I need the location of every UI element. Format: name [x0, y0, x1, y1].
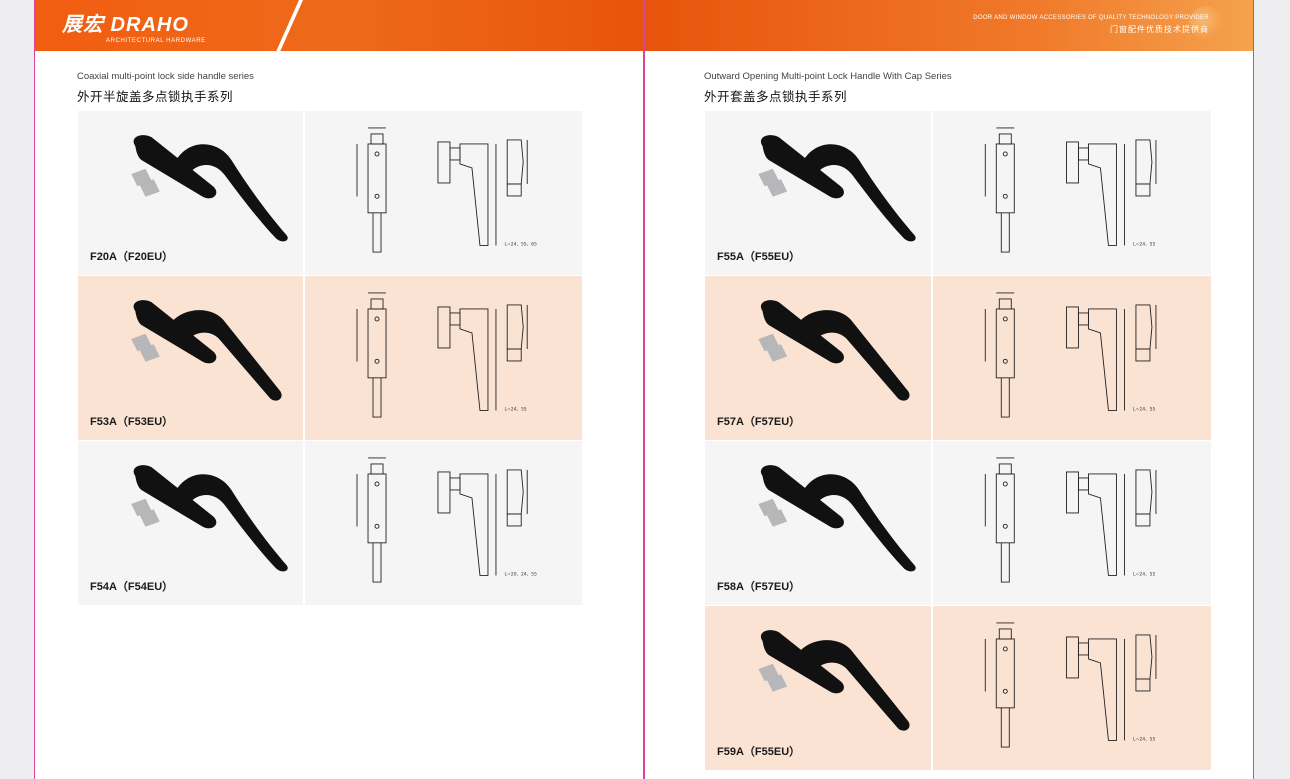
- left-page: 展宏 DRAHO ARCHITECTURAL HARDWARE Coaxial …: [35, 0, 643, 779]
- product-row: F59A（F55EU） L=24、55: [705, 606, 1211, 770]
- product-photo-cell: F54A（F54EU）: [78, 441, 303, 605]
- page-edge-right: [1253, 0, 1254, 779]
- handle-photo-icon: [131, 135, 288, 242]
- product-photo-cell: F59A（F55EU）: [705, 606, 931, 770]
- product-photo-cell: F20A（F20EU）: [78, 111, 303, 275]
- technical-drawing-cell: L=24、55: [933, 606, 1211, 770]
- section-title-cn: 外开半旋盖多点锁执手系列: [77, 90, 234, 104]
- handle-photo-icon: [758, 300, 910, 401]
- logo-text: 展宏 DRAHO: [62, 14, 189, 36]
- technical-drawing-cell: L=24、55: [933, 276, 1211, 440]
- logo-subtitle: ARCHITECTURAL HARDWARE: [106, 38, 206, 44]
- right-page: DOOR AND WINDOW ACCESSORIES OF QUALITY T…: [645, 0, 1253, 779]
- page-fold: [643, 0, 645, 779]
- technical-drawing-icon: L=24、55: [984, 622, 1157, 748]
- handle-photo-icon: [758, 465, 916, 572]
- right-section-title: Outward Opening Multi-point Lock Handle …: [704, 71, 952, 105]
- product-row: F54A（F54EU） L=20、24、55: [78, 441, 582, 605]
- header-tagline: DOOR AND WINDOW ACCESSORIES OF QUALITY T…: [973, 15, 1209, 35]
- model-label: F55A（F55EU）: [717, 251, 801, 263]
- tagline-en: DOOR AND WINDOW ACCESSORIES OF QUALITY T…: [973, 15, 1209, 21]
- technical-drawing-icon: L=24、55: [356, 292, 528, 418]
- technical-drawing-icon: L=24、55: [984, 457, 1157, 583]
- handle-photo-icon: [758, 135, 916, 242]
- model-label: F54A（F54EU）: [90, 581, 174, 593]
- length-note: L=20、24、55: [504, 571, 537, 577]
- model-label: F57A（F57EU）: [717, 416, 801, 428]
- technical-drawing-icon: L=24、55: [984, 127, 1157, 253]
- product-row: F57A（F57EU） L=24、55: [705, 276, 1211, 440]
- technical-drawing-cell: L=24、55: [305, 276, 582, 440]
- model-label: F53A（F53EU）: [90, 416, 174, 428]
- tagline-cn: 门窗配件优质技术提供商: [1110, 25, 1209, 34]
- handle-photo-icon: [131, 465, 288, 572]
- globe-icon: [1189, 6, 1223, 40]
- length-note: L=24、55: [1133, 241, 1155, 247]
- technical-drawing-cell: L=24、55: [933, 441, 1211, 605]
- section-title-en: Coaxial multi-point lock side handle ser…: [77, 71, 254, 82]
- page-edge-left: [34, 0, 35, 779]
- product-photo-cell: F58A（F57EU）: [705, 441, 931, 605]
- product-row: F58A（F57EU） L=24、55: [705, 441, 1211, 605]
- technical-drawing-icon: L=20、24、55: [356, 457, 537, 583]
- product-photo-cell: F55A（F55EU）: [705, 111, 931, 275]
- length-note: L=24、55、65: [504, 241, 537, 247]
- section-title-cn: 外开套盖多点锁执手系列: [704, 90, 848, 104]
- banner-slash: [273, 0, 305, 51]
- product-row: F20A（F20EU） L=24、55、65: [78, 111, 582, 275]
- technical-drawing-cell: L=24、55: [933, 111, 1211, 275]
- technical-drawing-cell: L=24、55、65: [305, 111, 582, 275]
- product-row: F53A（F53EU） L=24、55: [78, 276, 582, 440]
- length-note: L=24、55: [1133, 736, 1155, 742]
- header-banner-left: 展宏 DRAHO ARCHITECTURAL HARDWARE: [35, 0, 643, 51]
- technical-drawing-icon: L=24、55: [984, 292, 1157, 418]
- product-photo-cell: F53A（F53EU）: [78, 276, 303, 440]
- model-label: F20A（F20EU）: [90, 251, 174, 263]
- length-note: L=24、55: [1133, 406, 1155, 412]
- section-title-en: Outward Opening Multi-point Lock Handle …: [704, 71, 952, 82]
- handle-photo-icon: [131, 300, 282, 401]
- technical-drawing-cell: L=20、24、55: [305, 441, 582, 605]
- header-banner-right: DOOR AND WINDOW ACCESSORIES OF QUALITY T…: [645, 0, 1253, 51]
- technical-drawing-icon: L=24、55、65: [356, 127, 537, 253]
- left-section-title: Coaxial multi-point lock side handle ser…: [77, 71, 254, 105]
- model-label: F59A（F55EU）: [717, 746, 801, 758]
- brand-logo: 展宏 DRAHO ARCHITECTURAL HARDWARE: [62, 8, 206, 44]
- length-note: L=24、55: [1133, 571, 1155, 577]
- handle-photo-icon: [758, 630, 910, 731]
- model-label: F58A（F57EU）: [717, 581, 801, 593]
- product-row: F55A（F55EU） L=24、55: [705, 111, 1211, 275]
- length-note: L=24、55: [504, 406, 526, 412]
- product-photo-cell: F57A（F57EU）: [705, 276, 931, 440]
